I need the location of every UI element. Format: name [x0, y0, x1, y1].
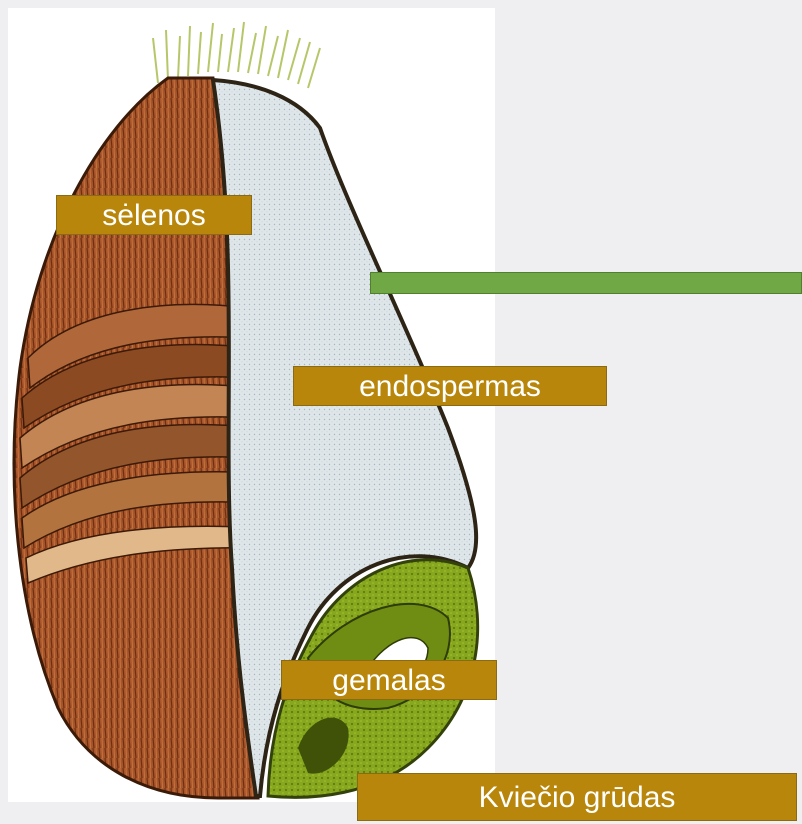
bran-label: sėlenos: [56, 195, 252, 235]
diagram-caption: Kviečio grūdas: [357, 773, 797, 821]
germ-label: gemalas: [281, 660, 497, 700]
answer-bar: [370, 272, 802, 294]
endosperm-label: endospermas: [293, 366, 607, 406]
